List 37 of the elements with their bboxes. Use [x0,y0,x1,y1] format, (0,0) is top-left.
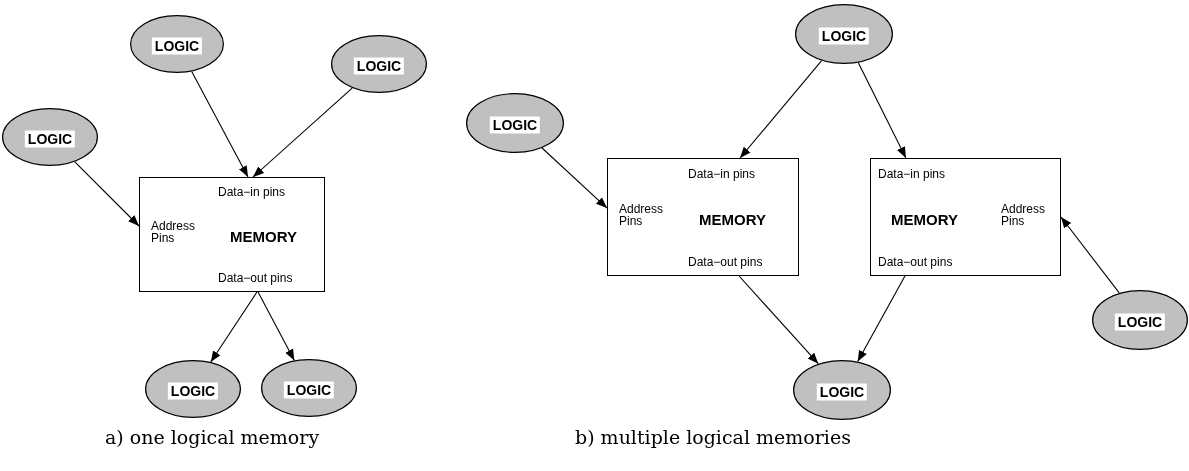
arrow [739,60,823,159]
arrow [857,62,907,159]
node-label: LOGIC [489,116,541,134]
memory-label: MEMORY [699,212,766,228]
node-label: LOGIC [24,130,76,148]
pin-label: Address Pins [1001,203,1047,227]
node-label: LOGIC [1114,313,1166,331]
node-label: LOGIC [818,27,870,45]
arrow [857,275,906,363]
memory-box [607,158,799,276]
memory-label: MEMORY [891,212,958,228]
pin-label: Address Pins [151,220,197,244]
arrow [74,161,140,227]
node-label: LOGIC [816,383,868,401]
figure-caption: a) one logical memory [105,426,320,448]
memory-box [139,177,325,292]
node-label: LOGIC [167,382,219,400]
pin-label: Address Pins [619,203,665,227]
node-label: LOGIC [353,57,405,75]
pin-label: Data−out pins [218,272,293,284]
arrow [541,147,608,209]
arrow [252,87,353,178]
pin-label: Data−out pins [878,256,953,268]
memory-box [870,158,1061,276]
pin-label: Data−out pins [688,256,763,268]
arrow [210,291,258,363]
memory-label: MEMORY [230,229,297,245]
arrow [1060,216,1120,294]
arrow [257,291,295,361]
node-label: LOGIC [151,37,203,55]
pin-label: Data−in pins [688,168,756,180]
arrow [191,71,249,178]
node-label: LOGIC [283,381,335,399]
arrow [738,275,819,365]
pin-label: Data−in pins [878,168,946,180]
pin-label: Data−in pins [218,186,286,198]
figure-caption: b) multiple logical memories [575,426,851,448]
